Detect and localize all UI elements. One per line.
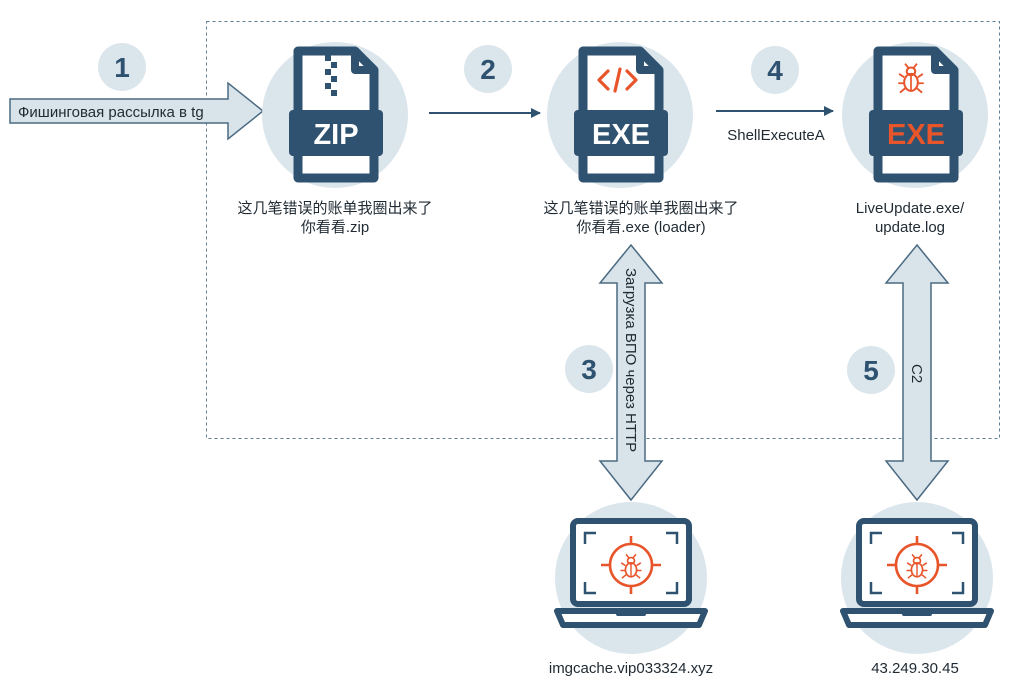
step-badge-3: 3	[565, 345, 613, 393]
loader-file-icon: EXE	[547, 42, 693, 188]
loader-file-name-line1: 这几笔错误的账单我圈出来了	[543, 200, 739, 217]
download-label: Загрузка ВПО через HTTP	[622, 268, 639, 452]
svg-text:5: 5	[863, 355, 879, 386]
svg-text:2: 2	[480, 54, 496, 85]
loader-file-name: 这几笔错误的账单我圈出来了 你看看.exe (loader)	[511, 199, 771, 237]
zip-file-name: 这几笔错误的账单我圈出来了 你看看.zip	[205, 199, 465, 237]
svg-text:1: 1	[114, 52, 130, 83]
phishing-input-arrow: Фишинговая рассылка в tg	[9, 81, 265, 141]
payload-file-name: LiveUpdate.exe/ update.log	[820, 199, 1000, 237]
code-icon	[597, 67, 638, 93]
step-badge-1: 1	[98, 43, 146, 91]
server1-label: imgcache.vip033324.xyz	[548, 660, 714, 677]
zip-badge-text: ZIP	[313, 119, 358, 151]
server2-label: 43.249.30.45	[871, 660, 959, 677]
zip-file-name-line2: 你看看.zip	[300, 219, 370, 236]
c2-label: C2	[908, 364, 925, 383]
download-double-arrow: Загрузка ВПО через HTTP	[598, 243, 664, 502]
zip-file-icon: ZIP	[262, 42, 408, 188]
infection-boundary-frame	[206, 21, 1000, 439]
loader-file-name-line2: 你看看.exe (loader)	[576, 219, 706, 236]
phishing-label: Фишинговая рассылка в tg	[18, 104, 204, 121]
zip-file-name-line1: 这几笔错误的账单我圈出来了	[237, 200, 433, 217]
payload-file-name-line2: update.log	[874, 219, 946, 236]
step-badge-2: 2	[464, 45, 512, 93]
laptop-bug-icon	[840, 502, 994, 654]
svg-text:3: 3	[581, 354, 597, 385]
step-badge-4: 4	[751, 46, 799, 94]
step-badge-5: 5	[847, 346, 895, 394]
payload-file-icon: EXE	[842, 42, 988, 188]
laptop-bug-icon	[554, 502, 708, 654]
svg-text:4: 4	[767, 55, 783, 86]
shellexecute-label: ShellExecuteA	[727, 127, 825, 144]
payload-badge-text: EXE	[887, 119, 945, 151]
c2-double-arrow: C2	[884, 243, 950, 502]
payload-file-name-line1: LiveUpdate.exe/	[855, 200, 965, 217]
loader-badge-text: EXE	[592, 119, 650, 151]
zipper-icon	[325, 55, 337, 96]
